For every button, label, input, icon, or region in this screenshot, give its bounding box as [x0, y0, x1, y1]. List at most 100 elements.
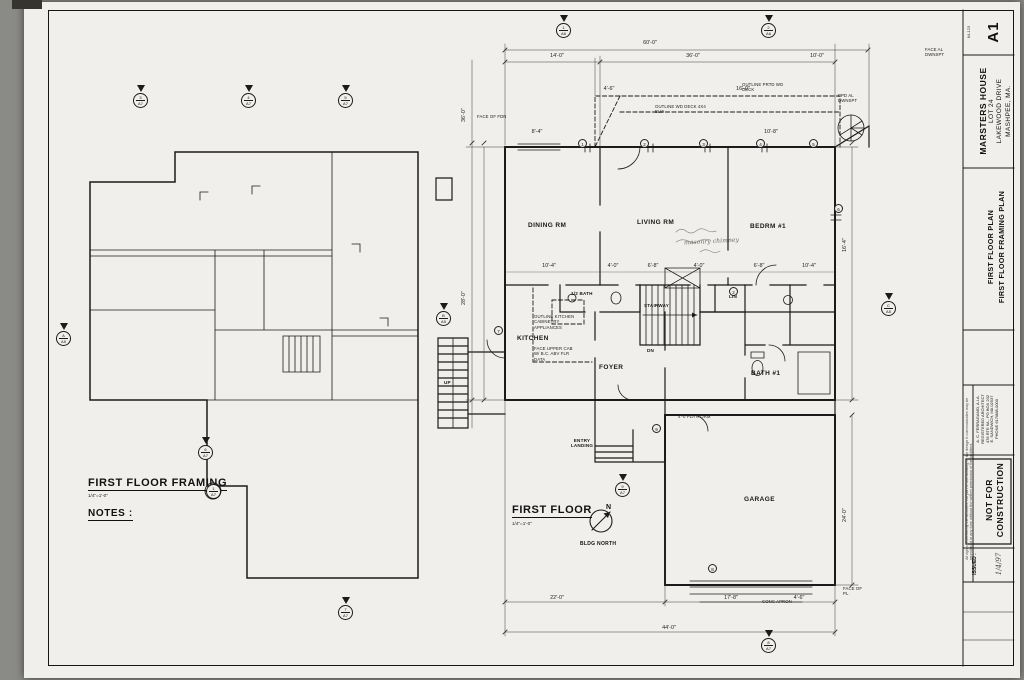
- sheet-number: A1: [985, 21, 1002, 43]
- opening-tag: 1: [578, 139, 587, 148]
- dim-label: 4'-0": [693, 263, 705, 269]
- project-name: MARSTERS HOUSE: [978, 67, 988, 155]
- note-platform: 4'-0 PLATFORM: [678, 414, 711, 419]
- dim-label: 10'-8": [764, 129, 778, 135]
- opening-tag: 7: [494, 326, 503, 335]
- opening-tag: 6: [834, 204, 843, 213]
- dim-label: 4'-0": [607, 263, 619, 269]
- dim-label: 36'-0": [686, 53, 700, 59]
- dim-label: 22'-0": [550, 595, 564, 601]
- opening-tag: 2: [729, 287, 738, 296]
- dim-label: 17'-8": [724, 595, 738, 601]
- opening-tag: 3: [699, 139, 708, 148]
- drawing-title-block: FIRST FLOOR PLAN FIRST FLOOR FRAMING PLA…: [986, 168, 1008, 326]
- opening-tag: 4: [756, 139, 765, 148]
- project-street: LAKEWOOD DRIVE: [996, 78, 1004, 144]
- opening-tag: 9: [652, 424, 661, 433]
- note-upper-cab: FACE UPPER CAB W/ B.C. ABV FLR DATA: [534, 346, 573, 362]
- room-label-bedrm1: BEDRM #1: [750, 223, 787, 230]
- dim-label-vertical: 24'-0": [842, 508, 848, 522]
- project-city: MASHPEE, MA.: [1004, 85, 1012, 137]
- deck-outline-dashed: [532, 95, 841, 363]
- dimension-lines: [465, 43, 871, 637]
- room-label-kitchen: KITCHEN: [517, 335, 549, 342]
- north-letter: N: [606, 504, 612, 511]
- project-name-block: MARSTERS HOUSE LOT 24 LAKEWOOD DRIVE MAS…: [978, 56, 1013, 166]
- dim-label: 6'-8": [753, 263, 765, 269]
- note-downspout: PPD AL DWNSPT: [838, 93, 858, 104]
- left-plan-scale: 1/4"=1'-0": [88, 493, 108, 498]
- room-label-foyer: FOYER: [599, 364, 624, 371]
- right-plan-title: FIRST FLOOR: [512, 504, 592, 518]
- dim-label-vertical: 28'-0": [461, 291, 467, 305]
- dim-label: 60'-0": [643, 40, 657, 46]
- dim-label: 4'-6": [603, 86, 615, 92]
- left-framing-plan-linework: [89, 151, 419, 579]
- architect-block: A. C. FERRAGAMO, A.I.A. REGISTERED ARCHI…: [975, 386, 1000, 452]
- note-face-al-dwnspt: FACE AL DWNSPT: [925, 47, 945, 58]
- north-arrow-icon: [589, 509, 613, 533]
- note-conc-apron: CONC APRON: [762, 599, 792, 604]
- note-face-of-pl: FACE OF PL: [843, 586, 863, 597]
- right-plan-scale: 1/4"=1'-0": [512, 521, 532, 526]
- stair-dn-label: DN: [647, 348, 655, 353]
- room-label-stairway: STAIRWAY: [644, 303, 669, 308]
- drawing-sheet: [24, 2, 1020, 678]
- dim-label: 6'-8": [647, 263, 659, 269]
- title-block-dividers: [962, 9, 1015, 667]
- room-label-bath1: BATH #1: [751, 370, 781, 377]
- dim-label-vertical: 16'-4": [842, 238, 848, 252]
- room-label-dining: DINING RM: [528, 222, 567, 229]
- notes-heading: NOTES :: [88, 508, 133, 521]
- room-label-halfbath: 1/2 BATH: [571, 291, 593, 296]
- dim-label: 4'-6": [793, 595, 805, 601]
- dim-label: 8'-4": [531, 129, 543, 135]
- stair-up-label: UP: [444, 380, 451, 385]
- opening-tag: 2: [640, 139, 649, 148]
- room-label-living: LIVING RM: [637, 219, 675, 226]
- project-lot: LOT 24: [988, 99, 995, 123]
- room-label-garage: GARAGE: [744, 496, 775, 503]
- copyright-notice: All rights reserved by the architect. No…: [964, 397, 973, 560]
- drawing-title-1: FIRST FLOOR PLAN: [986, 209, 995, 285]
- circular-stair-icon: [837, 114, 865, 142]
- dim-label: 10'-4": [802, 263, 816, 269]
- note-prtd-wd-deck: OUTLINE PRTD WD DECK: [742, 82, 784, 93]
- note-face-of-fdn: FACE OF FDN: [477, 114, 507, 119]
- file-number: 84-123: [966, 25, 971, 39]
- room-label-linen: LIN: [729, 294, 737, 299]
- dim-label: 10'-0": [810, 53, 824, 59]
- dim-label: 16'-0": [736, 86, 750, 92]
- issued-date: 1/4/97: [995, 552, 1003, 576]
- north-label: BLDG NORTH: [580, 541, 617, 547]
- issued-label: ISSUED :: [972, 553, 978, 575]
- left-plan-title: FIRST FLOOR FRAMING: [88, 477, 228, 491]
- dim-label: 44'-0": [662, 625, 676, 631]
- note-wd-deck: OUTLINE WD DECK 4X4 BLW: [655, 104, 706, 115]
- opening-tag: 8: [708, 564, 717, 573]
- not-for-construction-stamp: NOT FOR CONSTRUCTION: [984, 462, 1005, 538]
- room-label-entry-landing: ENTRY LANDING: [570, 438, 594, 448]
- sheet-border-frame: [48, 10, 1014, 666]
- architect-phone: PHONE 617/888-0000: [994, 398, 1000, 440]
- note-kitchen-cabinetry: OUTLINE KITCHEN CABINETRY APPLIANCES: [534, 314, 575, 330]
- dim-label: 10'-4": [542, 263, 556, 269]
- drawing-title-2: FIRST FLOOR FRAMING PLAN: [996, 190, 1006, 304]
- scan-artifact: [12, 0, 42, 9]
- pencil-notes-squiggle: [675, 228, 721, 253]
